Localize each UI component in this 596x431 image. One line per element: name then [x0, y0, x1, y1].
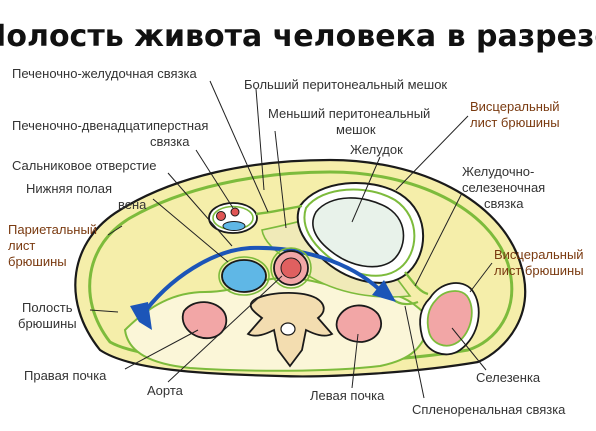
label-epiploic-foramen: Сальниковое отверстие	[12, 158, 157, 173]
label-parietal-peritoneum-line1: Париетальный	[8, 222, 97, 237]
label-peritoneal-cavity-line1: Полость	[22, 300, 73, 315]
aorta-wall	[270, 247, 312, 289]
spleen	[426, 290, 473, 347]
hepatoduodenal-ligament	[208, 202, 258, 234]
leader-greater-sac	[255, 88, 265, 191]
label-gastrosplenic-line1: Желудочно-	[462, 164, 534, 179]
spinal-canal	[280, 322, 296, 336]
left-kidney	[335, 304, 383, 343]
label-hepatoduodenal-ligament-line2: связка	[150, 134, 190, 149]
label-parietal-peritoneum-line3: брюшины	[8, 254, 67, 269]
leader-parietal	[107, 225, 123, 236]
leader-splenorenal	[404, 305, 425, 399]
leader-right-kidney	[124, 329, 199, 370]
stomach-visceral-layer	[303, 188, 416, 277]
label-peritoneal-cavity-line2: брюшины	[18, 316, 77, 331]
label-gastrosplenic-line2: селезеночная	[462, 180, 545, 195]
leader-lesser-sac	[274, 130, 287, 229]
label-left-kidney: Левая почка	[310, 388, 385, 403]
inferior-vena-cava	[221, 259, 267, 293]
stomach	[296, 182, 424, 284]
label-visceral-peritoneum-right-line2: лист брюшины	[494, 263, 584, 278]
label-hepatoduodenal-ligament-line1: Печеночно-двенадцатиперстная	[12, 118, 208, 133]
page-title: Полость живота человека в разрезе	[0, 19, 596, 54]
leader-hepatogastric	[209, 80, 269, 213]
label-right-kidney: Правая почка	[24, 368, 107, 383]
leader-stomach	[351, 156, 381, 223]
label-stomach: Желудок	[350, 142, 403, 157]
label-spleen: Селезенка	[476, 370, 541, 385]
right-kidney	[181, 301, 228, 339]
leader-epiploic-foramen	[167, 172, 233, 247]
label-hepatogastric-ligament: Печеночно-желудочная связка	[12, 66, 198, 81]
leader-gastrosplenic	[414, 192, 463, 287]
label-visceral-peritoneum-right-line1: Висцеральный	[494, 247, 584, 262]
label-lesser-sac-line2: мешок	[336, 122, 376, 137]
leader-aorta	[167, 275, 283, 383]
portal-vein	[216, 211, 226, 221]
stomach-lumen	[312, 197, 405, 268]
label-visceral-peritoneum-top-line1: Висцеральный	[470, 99, 560, 114]
labels: Печеночно-желудочная связка Больший пери…	[8, 66, 584, 417]
splenorenal-ligament-line	[393, 299, 419, 306]
leader-ivc	[152, 198, 229, 263]
label-lesser-sac-line1: Меньший перитонеальный	[268, 106, 430, 121]
label-parietal-peritoneum-line2: лист	[8, 238, 35, 253]
leader-visceral-top	[395, 115, 469, 191]
label-gastrosplenic-line3: связка	[484, 196, 524, 211]
leader-cavity	[89, 309, 119, 313]
flow-arrow	[138, 245, 382, 320]
label-splenorenal-ligament: Спленоренальная связка	[412, 402, 566, 417]
leader-left-kidney	[351, 333, 359, 389]
gastrosplenic-ligament-line	[404, 271, 429, 296]
inferior-vena-cava-wall	[218, 256, 270, 296]
label-visceral-peritoneum-top-line2: лист брюшины	[470, 115, 560, 130]
hepatic-artery	[230, 207, 240, 217]
leader-visceral-right	[469, 262, 493, 293]
leader-spleen	[451, 327, 487, 371]
label-ivc-line1: Нижняя полая	[26, 181, 112, 196]
leader-lines	[89, 80, 493, 399]
leader-hepatoduodenal	[195, 149, 234, 209]
bile-duct	[222, 221, 246, 231]
flow-arrow-tail	[130, 302, 152, 330]
label-ivc-line2: вена	[118, 197, 147, 212]
label-aorta: Аорта	[147, 383, 184, 398]
hepatogastric-ligament-line	[255, 204, 303, 216]
aorta-lumen	[280, 257, 302, 279]
flow-arrow-head	[372, 280, 396, 302]
label-greater-peritoneal-sac: Больший перитонеальный мешок	[244, 77, 447, 92]
